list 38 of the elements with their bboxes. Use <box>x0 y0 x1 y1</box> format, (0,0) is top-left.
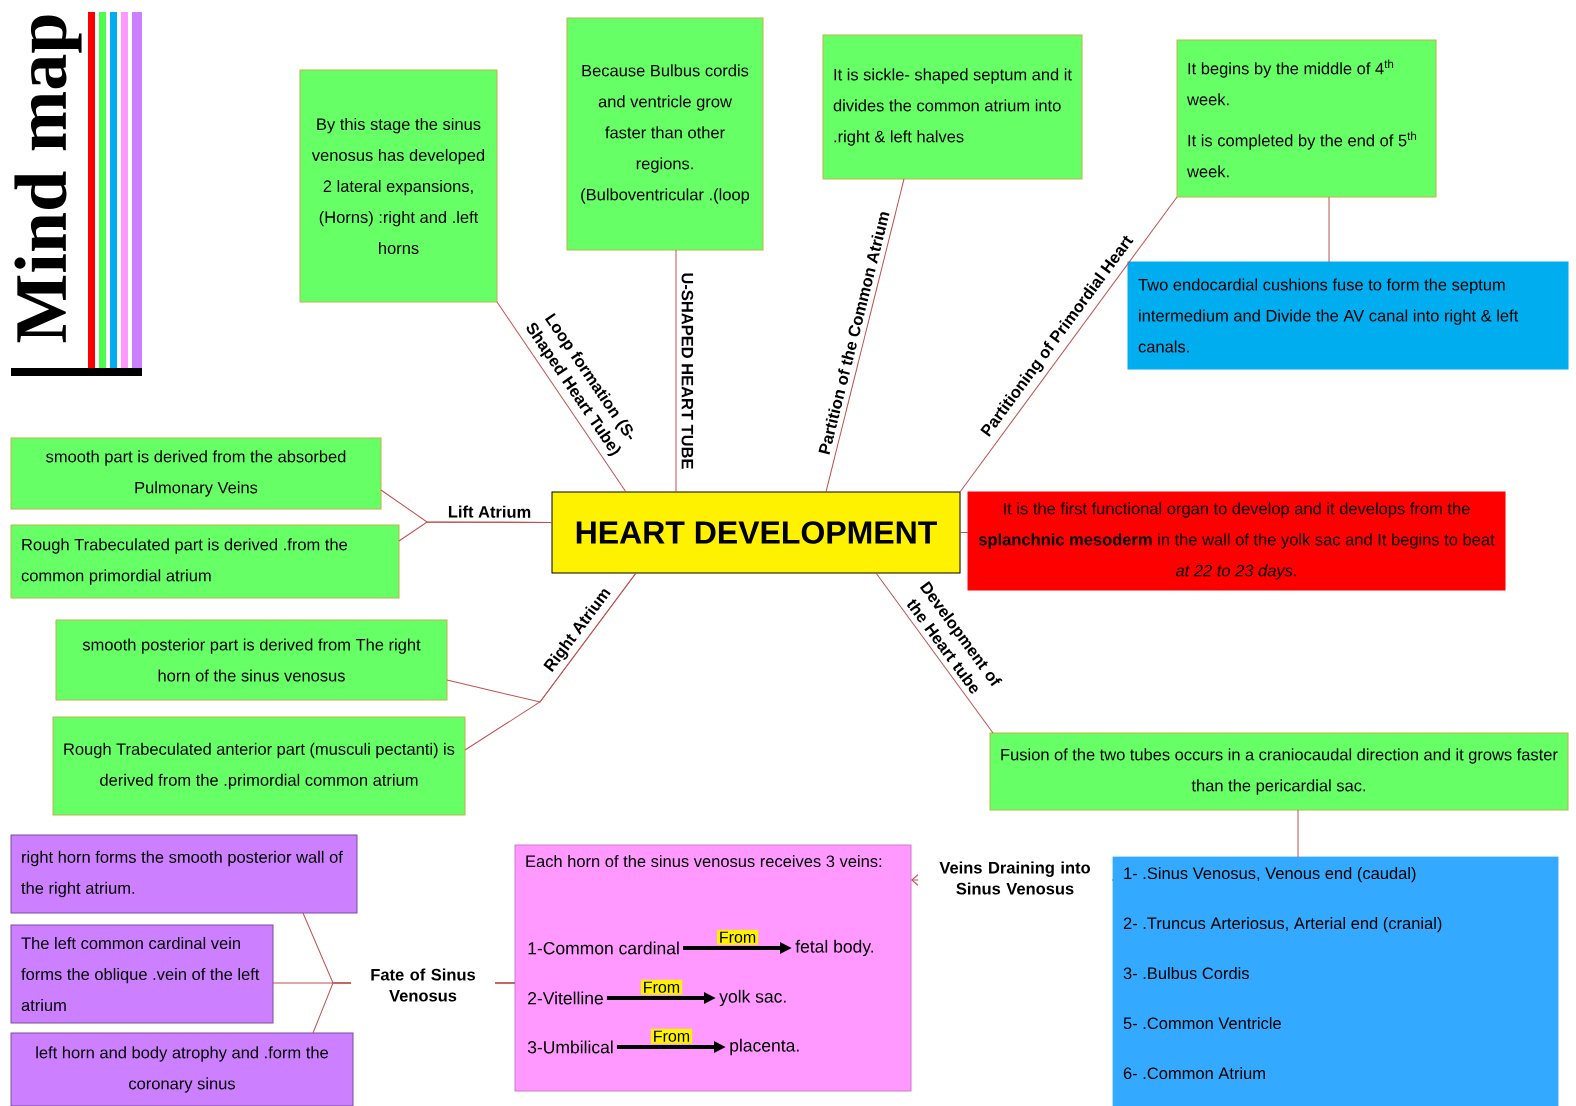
note-box: By this stage the sinus venosus has developed 2 lateral expansions, (Horns) :right and .left horns <box>299 69 498 303</box>
note-box: It begins by the middle of 4$^{th}$ week. It is completed by the end of 5$^{th}$ week. <box>1176 39 1437 198</box>
vein-text: placenta. <box>730 1038 799 1056</box>
note-box: Fusion of the two tubes occurs in a craniocaudal direction and it grows faster than the pericardial sac. <box>989 732 1569 811</box>
connector-line <box>1328 196 1330 263</box>
vein-text: fetal body. <box>795 939 874 957</box>
connector-line <box>464 572 637 751</box>
edge-label: Veins Draining into Sinus Venosus <box>918 859 1112 897</box>
vein-text: yolk sac. <box>719 989 786 1007</box>
connector-line <box>398 521 553 542</box>
connector-line <box>825 178 905 493</box>
connector-line <box>875 572 994 734</box>
connector-line <box>959 196 1178 493</box>
title: Mind map <box>14 15 82 343</box>
note-box: Rough Trabeculated part is derived .from the common primordial atrium <box>10 524 400 599</box>
vein-text: 1-Common cardinal <box>528 941 679 955</box>
note-box: Rough Trabeculated anterior part (musculi pectanti) is derived from the .primordial common atrium <box>52 716 466 816</box>
list-box: 1- .Sinus Venosus, Venous end (caudal) 2- .Truncus Arteriosus, Arterial end (cranial) 3- .Bulbus Cordis 5- .Common Ventricle 6- .Common Atrium <box>1112 856 1559 1106</box>
note-box: smooth part is derived from the absorbed Pulmonary Veins <box>10 437 382 510</box>
edge-label: Fate of Sinus Venosus <box>351 966 495 1004</box>
connector-line <box>496 301 627 493</box>
connector-line <box>1297 809 1299 858</box>
vein-text: 2-Vitelline <box>528 991 603 1005</box>
note-box: Because Bulbus cordis and ventricle grow faster than other regions. (Bulboventricular .(loop <box>566 17 764 251</box>
note-box: right horn forms the smooth posterior wall of the right atrium. <box>10 834 358 914</box>
note-box: It is the first functional organ to develop and it develops from the splanchnic mesoderm in the wall of the yolk sac and It begins to beat at 22 to 23 days. <box>967 491 1506 591</box>
vein-text: 3-Umbilical <box>527 1040 613 1054</box>
note-box: smooth posterior part is derived from The right horn of the sinus venosus <box>55 619 448 701</box>
note-box: The left common cardinal vein forms the oblique .vein of the left atrium <box>10 924 274 1024</box>
connector-line <box>959 532 969 533</box>
edge-label: U-SHAPED HEART TUBE <box>681 273 694 469</box>
note-box: left horn and body atrophy and .form the coronary sinus <box>10 1032 354 1106</box>
note-box: Two endocardial cushions fuse to form the septum intermedium and Divide the AV canal into right & left canals. <box>1127 261 1569 370</box>
connector-line <box>675 249 677 493</box>
note-box: It is sickle- shaped septum and it divides the common atrium into .right & left halves <box>822 34 1083 180</box>
edge-label: Partition of the Common Atrium <box>818 212 890 455</box>
central-topic-box: HEART DEVELOPMENT <box>551 491 961 574</box>
edge-label: Lift Atrium <box>448 505 531 518</box>
